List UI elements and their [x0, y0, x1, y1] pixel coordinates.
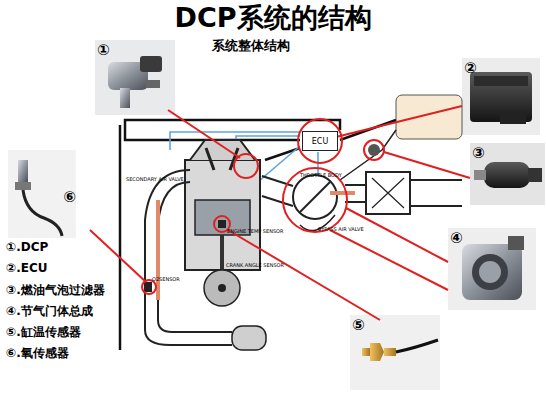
legend-item: ①.DCP	[6, 240, 48, 254]
legend-item: ④.节气门体总成	[6, 303, 93, 320]
photo-panel: ⑥	[8, 150, 76, 238]
part-name: THROTTLE BODY	[300, 172, 342, 178]
temp-sensor-photo	[350, 315, 440, 390]
catalytic-converter	[232, 326, 266, 350]
o2-sensor-photo	[8, 150, 76, 238]
callout-number: ⑥	[63, 188, 76, 206]
throttle-body-photo	[448, 228, 536, 310]
part-name: BYPASS AIR VALVE	[318, 226, 364, 232]
leader-connector	[338, 106, 462, 136]
ecu-photo	[462, 58, 540, 135]
callout-number: ②	[464, 59, 477, 77]
box-label: ECU	[303, 137, 337, 146]
photo-panel: ②	[462, 58, 540, 135]
fuel-tank	[396, 95, 462, 139]
part-name: SECONDARY AIR VALVE	[126, 176, 184, 182]
throttle-symbol	[293, 175, 337, 219]
filter-symbol	[368, 144, 380, 156]
legend-item: ⑥.氧传感器	[6, 345, 69, 362]
legend-item: ②.ECU	[6, 261, 47, 275]
wiring	[120, 120, 396, 350]
callout-circles	[142, 119, 384, 294]
callout-number: ③	[472, 144, 485, 162]
photo-panel: ⑤	[350, 315, 440, 390]
fuel-filter-photo	[470, 143, 545, 205]
ecu-box: ECU	[302, 131, 338, 151]
engine-block	[185, 140, 260, 306]
part-name: CRANK ANGLE SENSOR	[226, 262, 284, 268]
photo-panel: ①	[95, 40, 175, 115]
air-filter	[366, 172, 410, 214]
part-name: ENGINE TEMP SENSOR	[227, 228, 284, 234]
callout-number: ④	[450, 229, 463, 247]
diagram-title: DCP系统的结构	[0, 0, 546, 36]
dcp-photo	[95, 40, 175, 115]
photo-panel: ③	[470, 143, 545, 205]
part-name: O2SENSOR	[152, 276, 180, 282]
legend-item: ③.燃油气泡过滤器	[6, 282, 105, 299]
leader-lines	[90, 110, 470, 320]
photo-panel: ④	[448, 228, 536, 310]
legend-item: ⑤.缸温传感器	[6, 324, 81, 341]
callout-number: ⑤	[352, 316, 365, 334]
subtitle: 系统整体结构	[212, 37, 290, 55]
callout-number: ①	[97, 41, 110, 59]
